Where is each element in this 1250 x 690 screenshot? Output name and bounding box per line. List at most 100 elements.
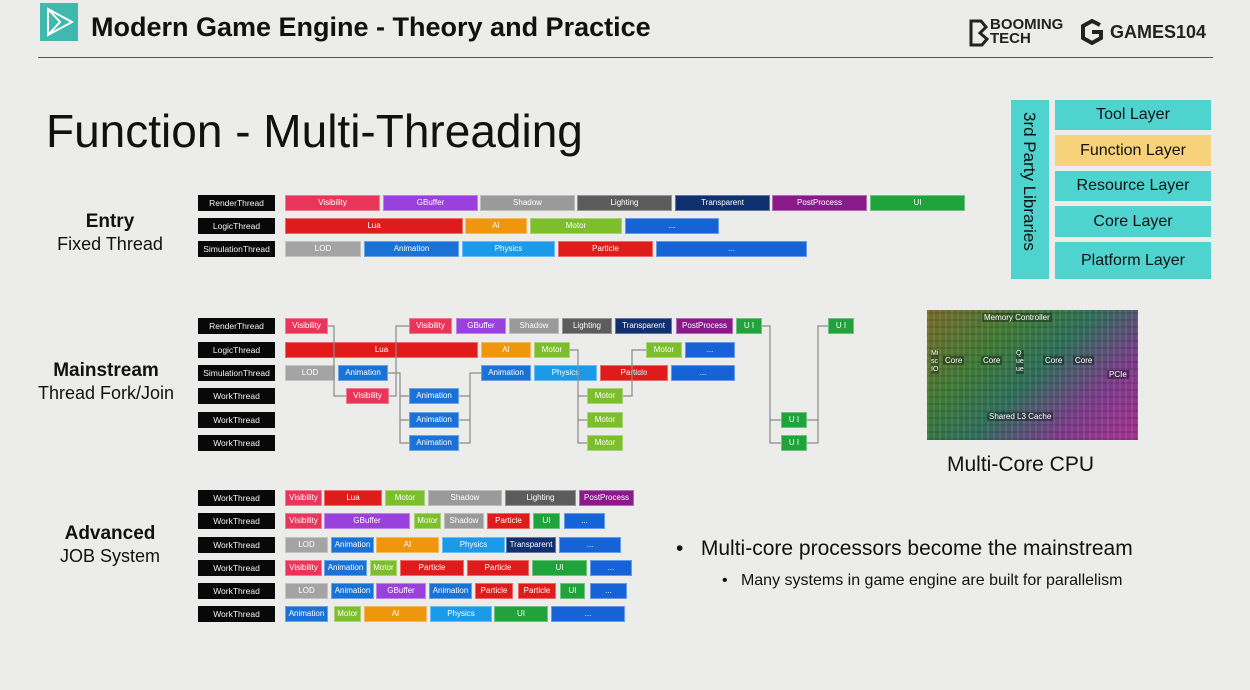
section-entry-title: Entry — [85, 211, 135, 232]
cpu-pcie: PCIe — [1107, 370, 1129, 379]
task-block-physics: Physics — [430, 606, 492, 622]
task-block-visibility: Visibility — [285, 560, 322, 576]
task-block-shadow: Shadow — [509, 318, 559, 334]
task-block-motor: Motor — [587, 388, 623, 404]
task-block-lod: LOD — [285, 537, 328, 553]
section-mainstream: Mainstream Thread Fork/Join — [30, 359, 182, 405]
task-block-dots: ... — [656, 241, 807, 257]
thread-label-work: WorkThread — [198, 537, 275, 553]
task-block-ui: UI — [533, 513, 560, 529]
task-block-visibility: Visibility — [285, 513, 322, 529]
function-layer: Function Layer — [1055, 135, 1211, 166]
brand-booming: BOOMING — [990, 16, 1064, 33]
cpu-die-image: Memory Controller Misc IO Core Core Queu… — [927, 310, 1138, 440]
task-block-ui: U I — [781, 435, 807, 451]
section-entry: Entry Fixed Thread — [40, 210, 180, 256]
task-block-lua: Lua — [324, 490, 382, 506]
task-block-ui: UI — [560, 583, 585, 599]
task-block-ai: AI — [481, 342, 531, 358]
task-block-particle: Particle — [518, 583, 556, 599]
task-block-animation: Animation — [324, 560, 367, 576]
thread-label-work: WorkThread — [198, 490, 275, 506]
task-block-visibility: Visibility — [409, 318, 452, 334]
task-block-motor: Motor — [334, 606, 361, 622]
third-party-label: 3rd Party Libraries — [1020, 112, 1039, 251]
task-block-particle: Particle — [475, 583, 513, 599]
task-block-animation: Animation — [409, 435, 459, 451]
platform-layer: Platform Layer — [1055, 242, 1211, 279]
task-block-lighting: Lighting — [577, 195, 672, 211]
task-block-lua: Lua — [285, 218, 463, 234]
task-block-postprocess: PostProcess — [676, 318, 733, 334]
thread-label-work: WorkThread — [198, 583, 275, 599]
booming-logo-icon — [969, 19, 990, 47]
task-block-dots: ... — [559, 537, 621, 553]
thread-label-work: WorkThread — [198, 435, 275, 451]
thread-label-work: WorkThread — [198, 412, 275, 428]
section-advanced: Advanced JOB System — [40, 522, 180, 568]
task-block-postprocess: PostProcess — [579, 490, 634, 506]
thread-label-logic: LogicThread — [198, 342, 275, 358]
section-entry-subtitle: Fixed Thread — [57, 234, 163, 254]
resource-layer: Resource Layer — [1055, 171, 1211, 201]
bullet-dot-icon: • — [722, 572, 728, 589]
task-block-animation: Animation — [429, 583, 472, 599]
task-block-ui: U I — [828, 318, 854, 334]
section-mainstream-title: Mainstream — [53, 360, 159, 381]
task-block-visibility: Visibility — [285, 318, 328, 334]
brand-games104: GAMES104 — [1110, 22, 1207, 42]
task-block-particle: Particle — [487, 513, 530, 529]
cpu-queue: Queue — [1016, 350, 1024, 374]
task-block-physics: Physics — [442, 537, 505, 553]
task-block-ai: AI — [364, 606, 427, 622]
task-block-ai: AI — [465, 218, 527, 234]
task-block-ui: UI — [532, 560, 587, 576]
cpu-memory-controller: Memory Controller — [982, 313, 1052, 322]
task-block-physics: Physics — [534, 365, 597, 381]
course-title: Modern Game Engine - Theory and Practice — [91, 12, 651, 42]
bullet-sub-text: Many systems in game engine are built fo… — [740, 572, 1123, 589]
task-block-motor: Motor — [530, 218, 622, 234]
thread-label-render: RenderThread — [198, 195, 275, 211]
thread-label-logic: LogicThread — [198, 218, 275, 234]
task-block-dots: ... — [551, 606, 625, 622]
task-block-animation: Animation — [285, 606, 328, 622]
task-block-postprocess: PostProcess — [772, 195, 867, 211]
task-block-particle: Particle — [400, 560, 464, 576]
task-block-motor: Motor — [587, 412, 623, 428]
task-block-lod: LOD — [285, 241, 361, 257]
task-block-animation: Animation — [364, 241, 459, 257]
slide-title: Function - Multi-Threading — [46, 105, 583, 157]
cpu-misc-io: Misc IO — [931, 350, 939, 374]
third-party-libraries: 3rd Party Libraries — [1011, 100, 1049, 279]
cpu-core-1: Core — [943, 356, 965, 365]
thread-label-sim: SimulationThread — [198, 365, 275, 381]
thread-label-sim: SimulationThread — [198, 241, 275, 257]
task-block-visibility: Visibility — [285, 490, 322, 506]
task-block-transparent: Transparent — [675, 195, 770, 211]
task-block-animation: Animation — [409, 412, 459, 428]
thread-label-work: WorkThread — [198, 513, 275, 529]
task-block-dots: ... — [590, 560, 632, 576]
task-block-particle: Particle — [558, 241, 653, 257]
task-block-physics: Physics — [462, 241, 555, 257]
games104-logo-icon — [1081, 19, 1103, 45]
task-block-dots: ... — [625, 218, 719, 234]
cpu-l3-cache: Shared L3 Cache — [987, 412, 1054, 421]
task-block-visibility: Visibility — [346, 388, 389, 404]
task-block-dots: ... — [564, 513, 605, 529]
task-block-lighting: Lighting — [562, 318, 612, 334]
section-advanced-title: Advanced — [64, 523, 156, 544]
task-block-lua: Lua — [285, 342, 478, 358]
task-block-animation: Animation — [331, 537, 374, 553]
thread-label-work: WorkThread — [198, 560, 275, 576]
task-block-motor: Motor — [370, 560, 397, 576]
thread-label-render: RenderThread — [198, 318, 275, 334]
task-block-motor: Motor — [534, 342, 570, 358]
brand-tech: TECH — [990, 30, 1031, 47]
task-block-gbuffer: GBuffer — [456, 318, 506, 334]
task-block-gbuffer: GBuffer — [376, 583, 426, 599]
fork-join-connectors — [328, 325, 828, 444]
task-block-shadow: Shadow — [480, 195, 575, 211]
section-mainstream-subtitle: Thread Fork/Join — [37, 383, 175, 403]
